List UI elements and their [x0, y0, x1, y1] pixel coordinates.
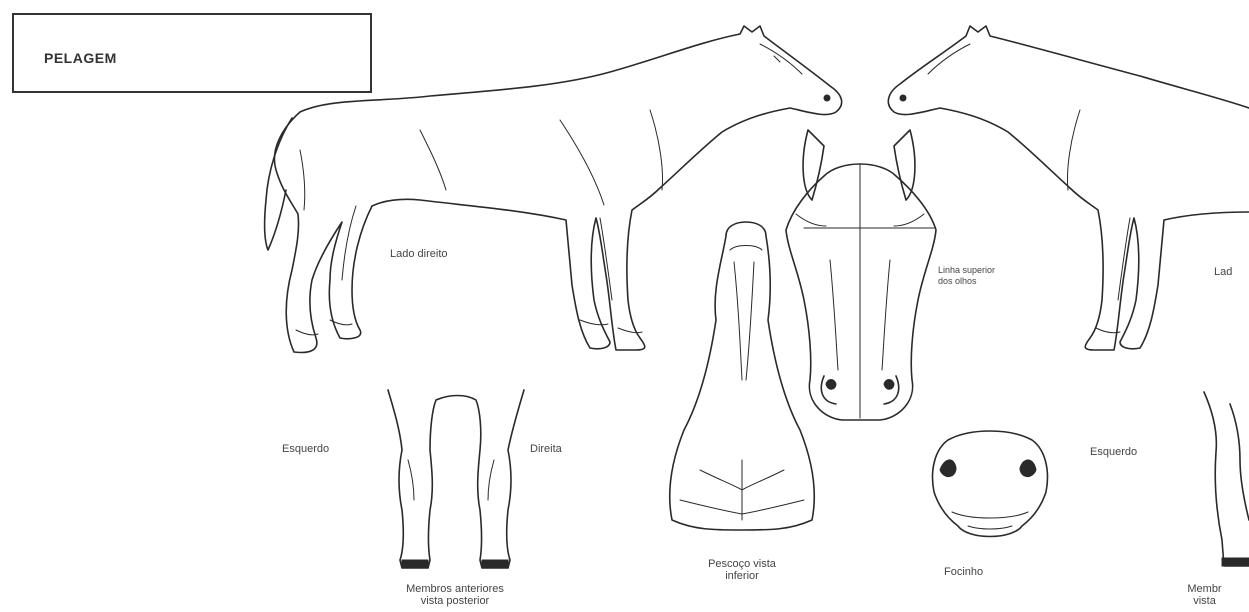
label-left-side-partial: Lad	[1214, 266, 1232, 278]
page-title: PELAGEM	[44, 50, 117, 66]
front-legs-posterior-view	[388, 390, 524, 568]
head-front-view	[786, 130, 936, 420]
label-front-right: Direita	[530, 443, 562, 455]
label-left: Esquerdo	[1090, 446, 1137, 458]
title-box: PELAGEM	[12, 13, 372, 93]
label-front-legs: Membros anteriores vista posterior	[380, 583, 530, 607]
horse-left-side-view	[888, 26, 1249, 350]
label-hind-legs-partial: Membr vista	[1160, 583, 1249, 607]
muzzle-view	[933, 431, 1048, 537]
label-right-side: Lado direito	[390, 248, 448, 260]
label-front-left: Esquerdo	[282, 443, 329, 455]
label-neck: Pescoço vista inferior	[662, 558, 822, 582]
hind-legs-partial-view	[1204, 392, 1249, 566]
label-eye-line: Linha superior dos olhos	[938, 265, 995, 287]
neck-underside-view	[670, 222, 815, 530]
label-muzzle: Focinho	[944, 566, 983, 578]
